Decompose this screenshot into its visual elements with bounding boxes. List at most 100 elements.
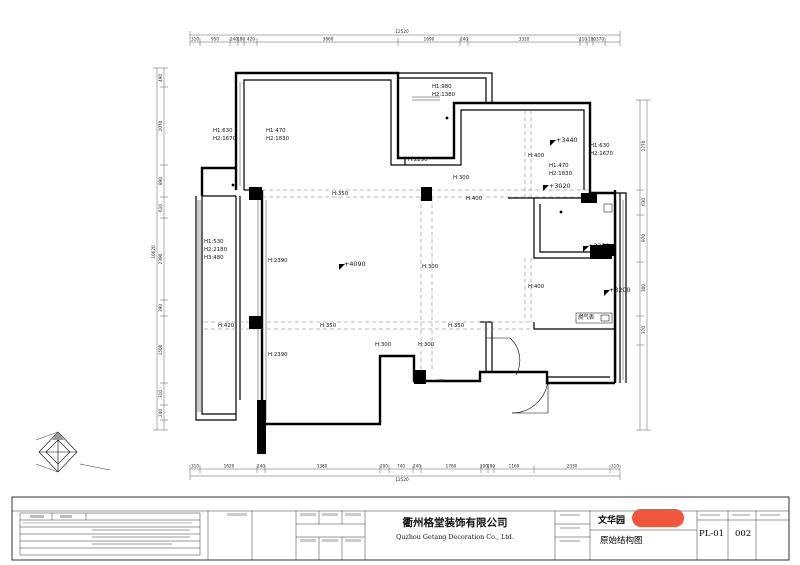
svg-text:180: 180 [588, 37, 596, 42]
svg-text:310: 310 [611, 464, 619, 469]
svg-text:310: 310 [191, 464, 199, 469]
svg-text:310: 310 [158, 390, 163, 398]
svg-text:H:400: H:400 [528, 153, 545, 159]
svg-text:H2:2180: H2:2180 [204, 247, 228, 253]
svg-text:890: 890 [158, 177, 163, 185]
svg-text:2330: 2330 [567, 464, 578, 469]
svg-text:H:400: H:400 [466, 196, 483, 202]
bottom-dimension-chain [189, 465, 621, 480]
svg-text:H2:1830: H2:1830 [266, 136, 290, 142]
svg-text:H:420: H:420 [218, 323, 235, 329]
svg-text:H3:480: H3:480 [204, 255, 224, 261]
svg-text:H2:1830: H2:1830 [549, 171, 573, 177]
project-name: 文华园 [597, 514, 625, 526]
svg-text:H1:630: H1:630 [590, 143, 610, 149]
elevation-markers: +3440 +3020 +4090 +3290 +3200 [339, 136, 631, 296]
entry-door [486, 337, 549, 414]
svg-text:H:300: H:300 [422, 264, 439, 270]
svg-text:180: 180 [487, 464, 495, 469]
svg-text:1760: 1760 [446, 464, 457, 469]
svg-text:950: 950 [211, 37, 219, 42]
exterior-walls [200, 71, 617, 426]
svg-text:H:300: H:300 [453, 175, 470, 181]
svg-text:1690: 1690 [424, 37, 435, 42]
bottom-total-dim: 12520 [395, 477, 409, 482]
svg-text:370: 370 [641, 326, 646, 334]
svg-text:970: 970 [641, 234, 646, 242]
title-block-grid [12, 510, 789, 560]
svg-text:H:2390: H:2390 [268, 258, 288, 264]
top-dimension-chain [189, 31, 621, 46]
structural-columns [249, 187, 615, 454]
svg-text:740: 740 [397, 464, 405, 469]
svg-text:3310: 3310 [519, 37, 530, 42]
right-segment-dims: 1770 630 970 300 370 [641, 140, 646, 334]
svg-text:H1:630: H1:630 [213, 128, 233, 134]
title-block-tiny-text [22, 513, 780, 545]
sheet-number: 002 [735, 529, 751, 539]
svg-text:1620: 1620 [224, 464, 235, 469]
drawing-number: PL-01 [699, 529, 724, 539]
svg-text:310: 310 [191, 37, 199, 42]
svg-text:210: 210 [579, 37, 587, 42]
svg-text:H:400: H:400 [528, 284, 545, 290]
svg-text:H:350: H:350 [332, 191, 349, 197]
svg-text:200: 200 [380, 464, 388, 469]
svg-text:H2:1670: H2:1670 [590, 151, 614, 157]
svg-text:H:350: H:350 [448, 323, 465, 329]
svg-text:2390: 2390 [158, 253, 163, 264]
svg-text:2070: 2070 [158, 120, 163, 131]
height-labels: H1:630 H2:1670 H1:470 H2:1830 H1:980 H2:… [204, 84, 614, 382]
svg-text:H2:1380: H2:1380 [432, 92, 456, 98]
svg-text:H1:470: H1:470 [266, 128, 286, 134]
svg-text:200: 200 [480, 464, 488, 469]
right-dimension-chain [636, 99, 651, 431]
svg-text:H2:1670: H2:1670 [213, 136, 237, 142]
svg-text:H1:530: H1:530 [204, 239, 224, 245]
svg-text:240: 240 [413, 464, 421, 469]
interior-walls [195, 72, 627, 421]
svg-text:490: 490 [158, 74, 163, 82]
svg-text:240: 240 [460, 37, 468, 42]
company-name-en: Quzhou Getang Decoration Co., Ltd. [396, 533, 514, 541]
svg-text:H:2390: H:2390 [268, 352, 288, 358]
svg-text:390: 390 [158, 304, 163, 312]
small-details [231, 116, 613, 324]
svg-text:180: 180 [237, 37, 245, 42]
svg-text:H1:980: H1:980 [432, 84, 452, 90]
window-lines [197, 82, 624, 420]
svg-text:燃气表: 燃气表 [578, 313, 595, 321]
svg-text:+3440: +3440 [556, 136, 578, 144]
svg-text:370: 370 [596, 37, 604, 42]
svg-text:H1:470: H1:470 [549, 163, 569, 169]
svg-text:1160: 1160 [509, 464, 520, 469]
compass-rosette [35, 431, 111, 473]
svg-text:H:350: H:350 [320, 323, 337, 329]
svg-text:610: 610 [158, 204, 163, 212]
svg-text:H:2290: H:2290 [408, 157, 428, 163]
svg-text:H:300: H:300 [418, 342, 435, 348]
left-dimension-chain [153, 67, 168, 431]
svg-text:630: 630 [641, 198, 646, 206]
project-name-redaction [632, 509, 684, 527]
svg-text:+3020: +3020 [549, 182, 571, 190]
svg-text:+3200: +3200 [609, 286, 631, 294]
top-segment-dims: 310 950 240 180 420 3860 1690 240 3310 2… [191, 37, 604, 42]
svg-text:3380: 3380 [317, 464, 328, 469]
svg-text:3860: 3860 [323, 37, 334, 42]
bottom-segment-dims: 310 1620 240 3380 200 740 240 1760 200 1… [191, 464, 619, 469]
svg-text:240: 240 [158, 409, 163, 417]
svg-text:H:300: H:300 [375, 342, 392, 348]
top-total-dim: 12520 [395, 29, 409, 34]
svg-text:+4090: +4090 [344, 260, 366, 268]
left-total-dim: 10620 [151, 245, 156, 259]
svg-text:240: 240 [230, 37, 238, 42]
svg-text:240: 240 [257, 464, 265, 469]
svg-text:1500: 1500 [158, 344, 163, 355]
left-segment-dims: 490 2070 890 610 2390 390 1500 310 240 [158, 74, 163, 417]
drawing-frame [11, 496, 790, 561]
svg-text:+3290: +3290 [588, 242, 610, 250]
svg-text:(1800): (1800) [437, 378, 446, 382]
company-name-cn: 衢州格堂装饰有限公司 [403, 516, 508, 529]
